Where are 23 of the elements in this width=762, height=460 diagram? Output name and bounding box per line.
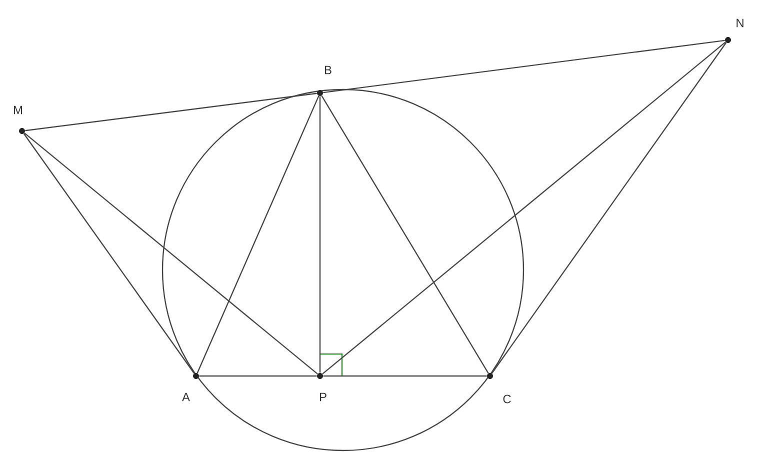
- line-segment: [323, 40, 725, 94]
- point: [487, 373, 493, 379]
- point: [317, 90, 323, 96]
- line-segment: [322, 42, 726, 374]
- line-segment: [323, 375, 487, 377]
- line-segment: [23, 133, 195, 374]
- point-label: A: [182, 392, 190, 402]
- point: [193, 373, 199, 379]
- line-segment: [491, 42, 727, 374]
- point-label: N: [736, 18, 744, 28]
- line-segment: [319, 96, 321, 373]
- point-label: P: [320, 392, 326, 402]
- point-label: M: [14, 106, 22, 114]
- point-label: C: [503, 394, 511, 404]
- point: [317, 373, 323, 379]
- point: [725, 37, 731, 43]
- point: [19, 128, 25, 134]
- point-label: B: [325, 66, 332, 74]
- line-segment: [199, 375, 317, 377]
- line-segment: [321, 95, 489, 374]
- line-segment: [24, 132, 318, 374]
- line-segment: [196, 96, 320, 374]
- line-segment: [25, 92, 317, 132]
